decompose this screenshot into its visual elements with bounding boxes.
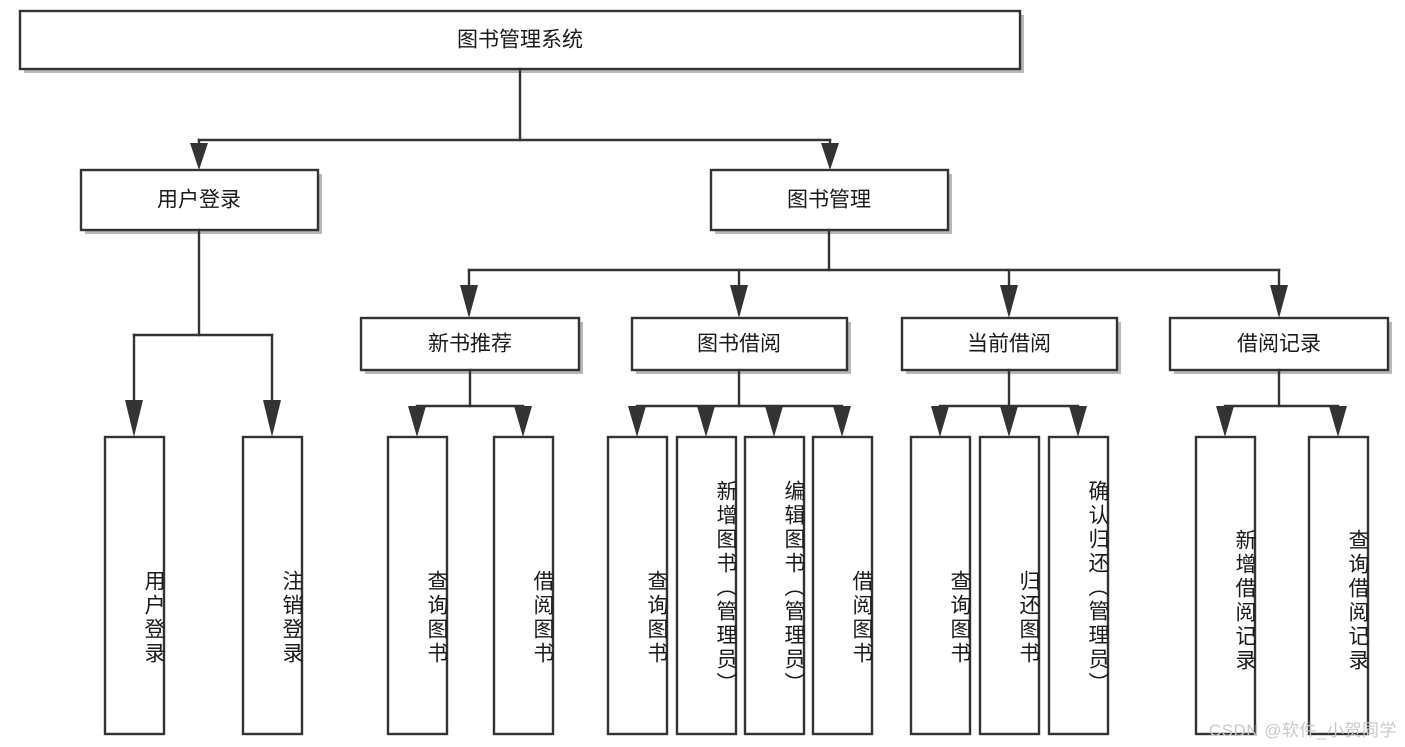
leaf-box-borrow-book-2[interactable] xyxy=(811,435,874,736)
leaf-box-query-book-1[interactable] xyxy=(386,435,449,736)
arrow-to-borrow-record xyxy=(1270,285,1288,318)
connector-new-book-rec-to-leaves xyxy=(408,368,532,437)
arrow-to-leaf-borrow-book-1 xyxy=(514,406,532,437)
node-book-borrow-label: 图书借阅 xyxy=(697,333,781,356)
arrow-to-leaf-confirm-return xyxy=(1069,406,1087,437)
connector-root-to-level1 xyxy=(190,67,839,170)
node-user-login-box[interactable] xyxy=(79,168,320,232)
node-current-borrow-label: 当前借阅 xyxy=(967,333,1051,356)
arrow-to-leaf-borrow-book-2 xyxy=(833,406,851,437)
leaf-box-logout[interactable] xyxy=(241,435,304,736)
connector-book-borrow-to-leaves xyxy=(628,368,851,437)
leaf-box-return-book[interactable] xyxy=(978,435,1041,736)
leaf-box-query-book-2[interactable] xyxy=(606,435,669,736)
node-borrow-record[interactable]: 借阅记录 xyxy=(1168,316,1392,374)
arrow-to-leaf-add-book xyxy=(697,406,715,437)
leaf-box-add-book[interactable] xyxy=(675,435,738,736)
arrow-to-leaf-user-login xyxy=(125,400,143,437)
connector-book-manage-to-level2 xyxy=(460,228,1288,318)
node-book-manage-box[interactable] xyxy=(709,168,950,232)
leaf-box-edit-book[interactable] xyxy=(743,435,806,736)
node-root-box[interactable] xyxy=(18,9,1022,71)
node-current-borrow[interactable]: 当前借阅 xyxy=(900,316,1121,374)
node-book-manage[interactable]: 图书管理 xyxy=(709,168,952,234)
arrow-to-current-borrow xyxy=(1000,285,1018,318)
arrow-to-leaf-logout xyxy=(263,400,281,437)
leaf-box-query-book-3[interactable] xyxy=(909,435,972,736)
node-new-book-rec-box[interactable] xyxy=(359,316,581,372)
arrow-to-leaf-edit-book xyxy=(765,406,783,437)
arrow-to-leaf-query-book-1 xyxy=(408,406,426,437)
leaf-box-borrow-book-1[interactable] xyxy=(492,435,555,736)
leaf-box-user-login[interactable] xyxy=(103,435,166,736)
connector-user-login-to-leaves xyxy=(125,228,281,437)
node-root-label: 图书管理系统 xyxy=(457,29,583,52)
node-user-login[interactable]: 用户登录 xyxy=(79,168,322,234)
arrow-to-leaf-query-book-2 xyxy=(628,406,646,437)
arrow-to-leaf-query-book-3 xyxy=(931,406,949,437)
node-new-book-rec-label: 新书推荐 xyxy=(428,333,512,356)
node-borrow-record-label: 借阅记录 xyxy=(1237,333,1321,356)
arrow-to-leaf-add-record xyxy=(1216,406,1234,437)
node-book-borrow[interactable]: 图书借阅 xyxy=(630,316,851,374)
arrow-to-user-login xyxy=(190,143,208,170)
arrow-to-new-book-rec xyxy=(460,285,478,318)
leaf-box-add-record[interactable] xyxy=(1194,435,1257,736)
connector-borrow-record-to-leaves xyxy=(1216,368,1347,437)
leaf-box-confirm-return[interactable] xyxy=(1047,435,1110,736)
leaf-box-query-record[interactable] xyxy=(1307,435,1370,736)
node-user-login-label: 用户登录 xyxy=(157,189,241,212)
arrow-to-leaf-return-book xyxy=(1000,406,1018,437)
node-new-book-rec[interactable]: 新书推荐 xyxy=(359,316,583,374)
leaf-boxes xyxy=(103,435,1370,736)
node-borrow-record-box[interactable] xyxy=(1168,316,1390,372)
connector-current-borrow-to-leaves xyxy=(931,368,1087,437)
node-root[interactable]: 图书管理系统 xyxy=(18,9,1024,73)
node-book-manage-label: 图书管理 xyxy=(787,189,871,212)
csdn-watermark: CSDN @软件_小贺同学 xyxy=(1208,721,1397,740)
arrow-to-book-manage xyxy=(821,143,839,170)
node-current-borrow-box[interactable] xyxy=(900,316,1119,372)
arrow-to-book-borrow xyxy=(730,285,748,318)
arrow-to-leaf-query-record xyxy=(1329,406,1347,437)
